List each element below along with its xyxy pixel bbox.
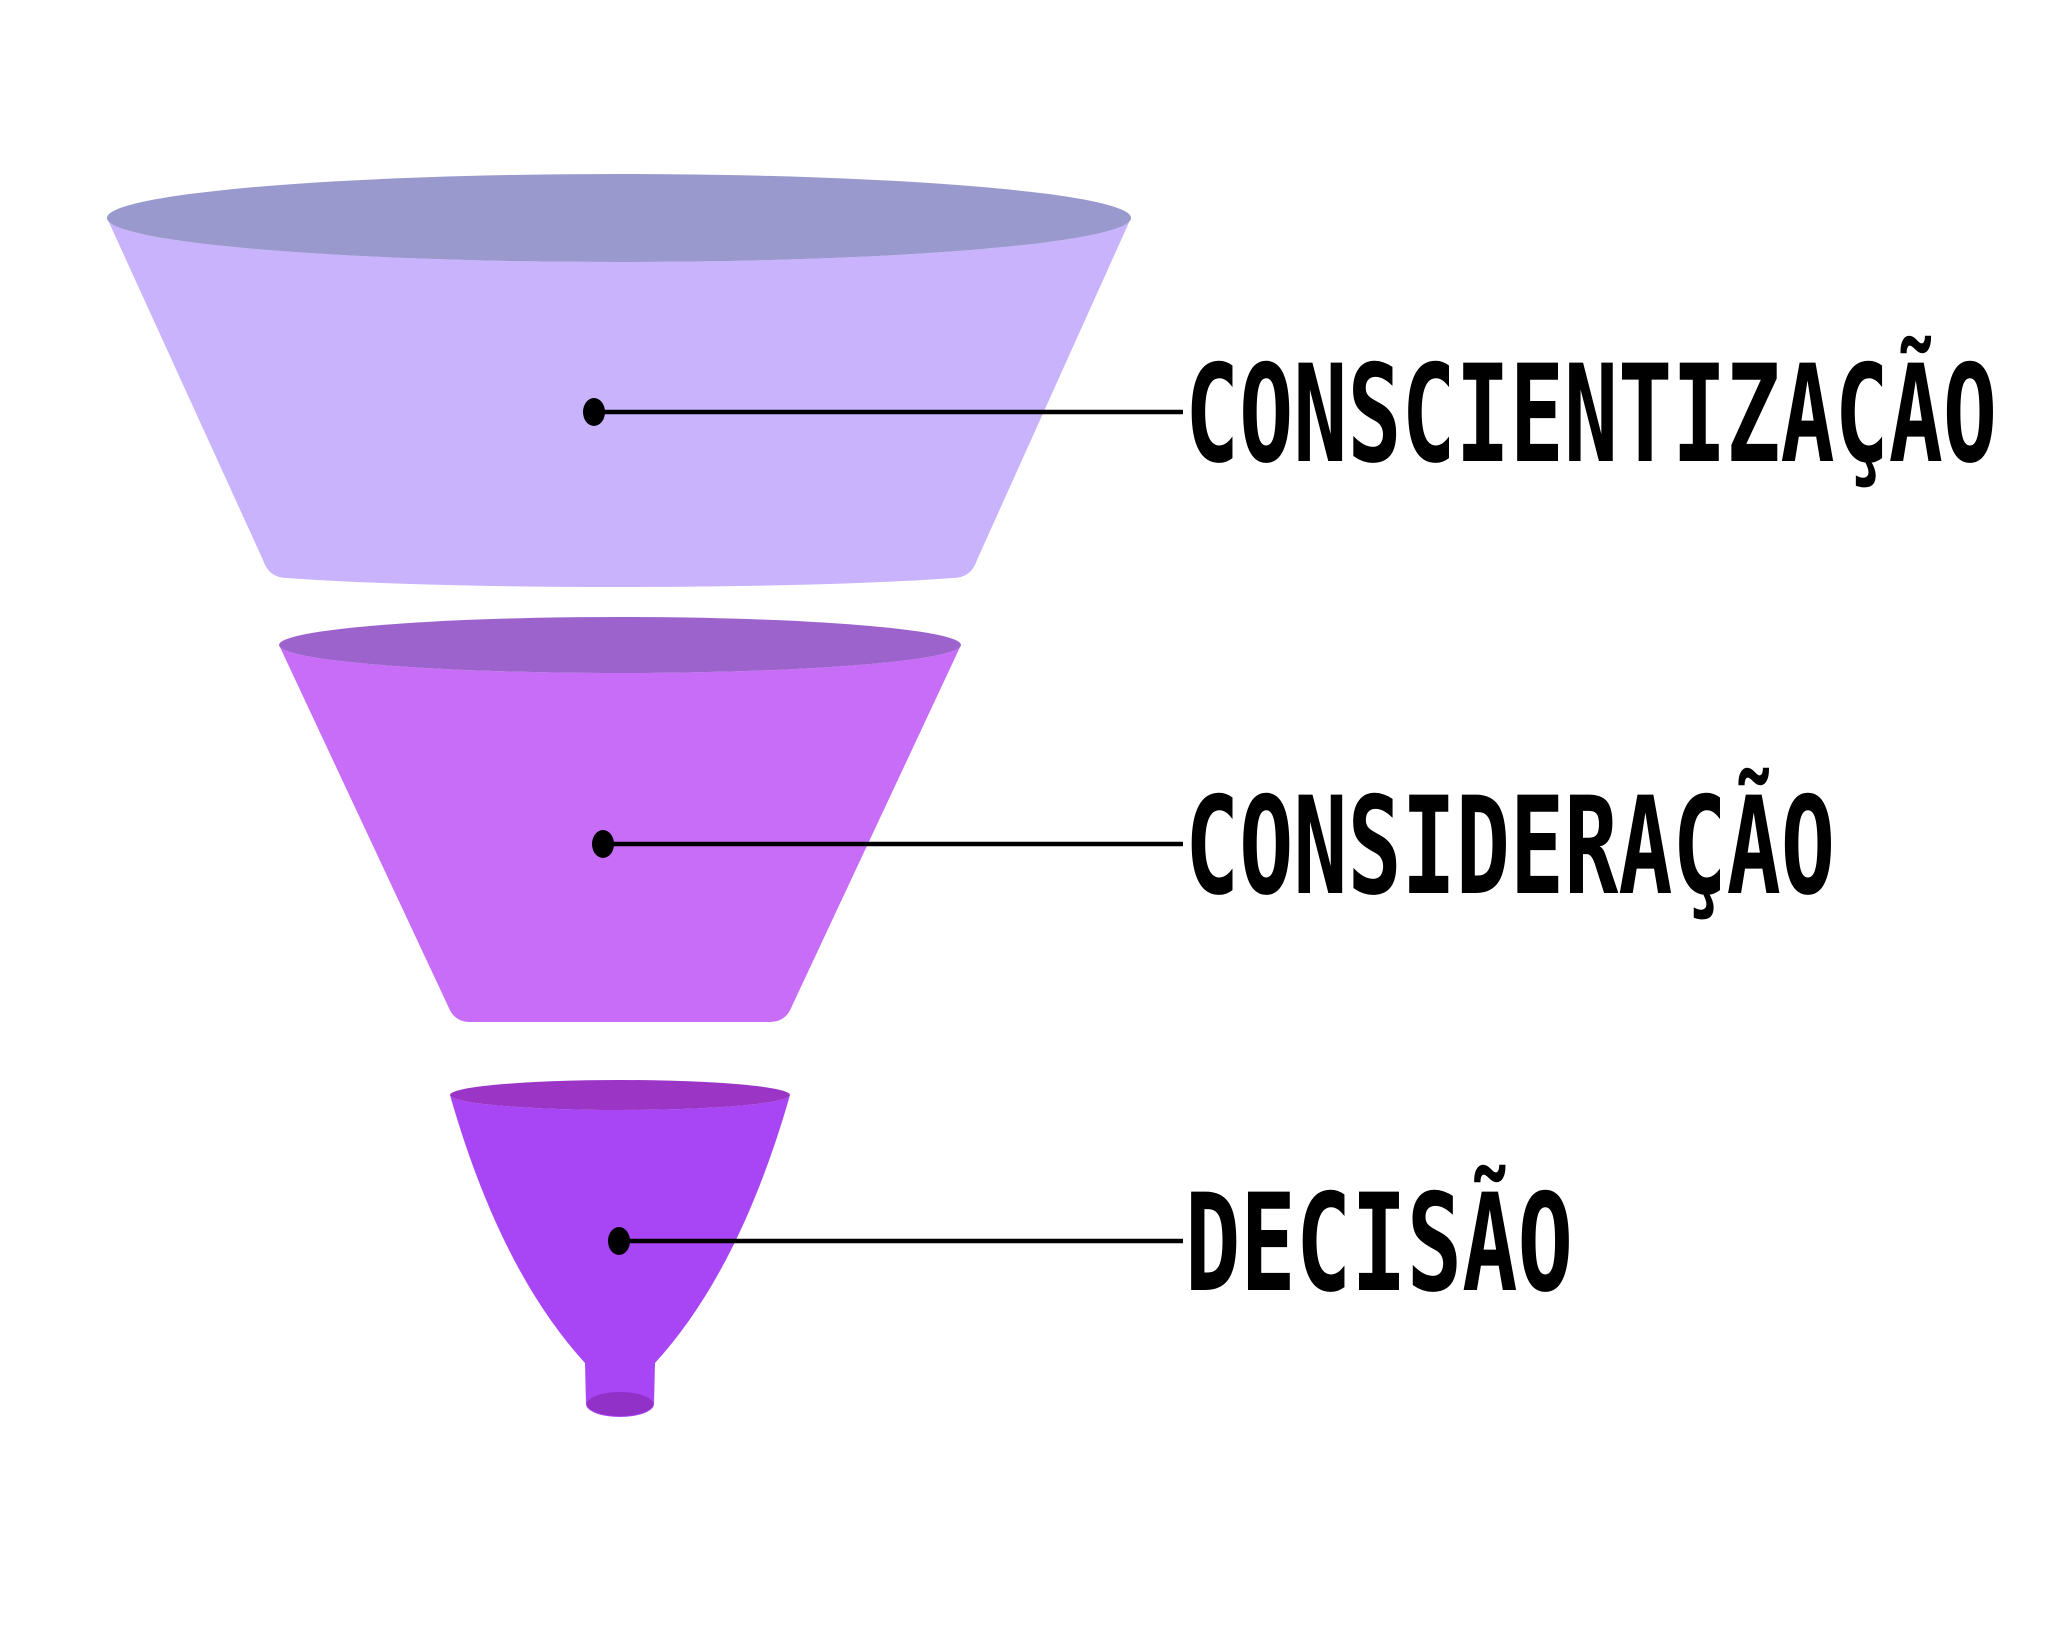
- callout-consideration: CONSIDERAÇÃO: [592, 767, 1835, 925]
- funnel-stage-awareness: [107, 174, 1131, 587]
- funnel-stage-body: [450, 1095, 790, 1417]
- callout-decision: DECISÃO: [608, 1164, 1573, 1322]
- funnel-stage-body: [107, 218, 1131, 587]
- funnel-tip-ellipse: [587, 1392, 653, 1416]
- funnel-stage-top-ellipse: [107, 174, 1131, 262]
- funnel-stage-decision: [450, 1080, 790, 1417]
- leader-dot: [583, 398, 605, 426]
- leader-dot: [608, 1227, 630, 1255]
- stage-label: DECISÃO: [1185, 1164, 1573, 1322]
- leader-dot: [592, 830, 614, 858]
- funnel-stage-body: [279, 645, 961, 1022]
- funnel-stage-consideration: [279, 617, 961, 1022]
- stage-label: CONSIDERAÇÃO: [1185, 767, 1835, 925]
- callout-awareness: CONSCIENTIZAÇÃO: [583, 335, 1997, 493]
- funnel-stage-top-ellipse: [450, 1080, 790, 1110]
- stage-label: CONSCIENTIZAÇÃO: [1185, 335, 1997, 493]
- funnel-stage-top-ellipse: [279, 617, 961, 673]
